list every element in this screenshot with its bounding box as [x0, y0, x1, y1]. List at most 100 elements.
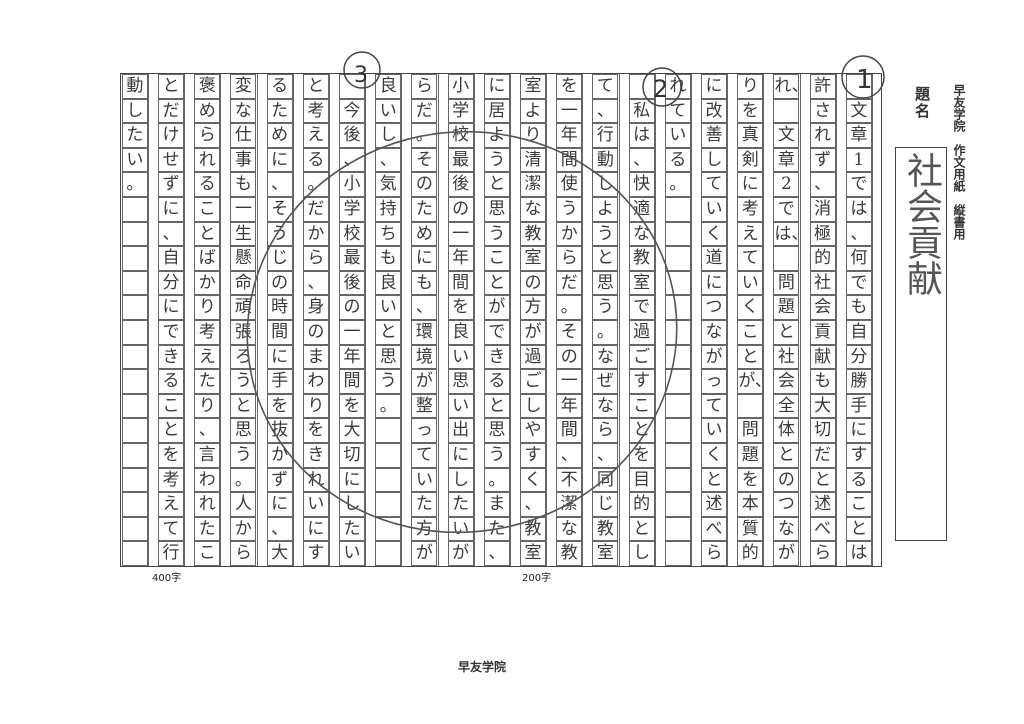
- manuscript-cell: だ: [158, 98, 185, 124]
- manuscript-cell: う: [483, 221, 510, 247]
- manuscript-cell: わ: [302, 369, 329, 394]
- manuscript-cell: 社: [809, 270, 836, 296]
- manuscript-cell: 、: [809, 172, 836, 197]
- manuscript-cell: [664, 369, 691, 394]
- manuscript-cell: ず: [158, 172, 185, 197]
- manuscript-cell: も: [809, 369, 836, 394]
- manuscript-cell: が: [411, 541, 438, 566]
- manuscript-cell: し: [628, 541, 655, 566]
- manuscript-cell: く: [701, 221, 728, 247]
- manuscript-cell: め: [266, 123, 293, 148]
- manuscript-cell: [664, 197, 691, 222]
- manuscript-cell: [121, 369, 148, 394]
- manuscript-cell: [121, 467, 148, 493]
- manuscript-cell: [664, 270, 691, 296]
- manuscript-cell: い: [411, 467, 438, 493]
- manuscript-cell: 文: [845, 98, 872, 124]
- manuscript-cell: ら: [701, 541, 728, 566]
- manuscript-cell: 。: [592, 320, 619, 345]
- manuscript-cell: 室: [592, 541, 619, 566]
- manuscript-cell: て: [411, 443, 438, 468]
- manuscript-cell: 考: [302, 98, 329, 124]
- manuscript-cell: れ: [194, 147, 221, 173]
- manuscript-cell: を: [447, 295, 474, 320]
- manuscript-cell: 良: [375, 74, 402, 99]
- manuscript-cell: 道: [701, 246, 728, 271]
- manuscript-cell: た: [194, 516, 221, 542]
- manuscript-cell: に: [266, 344, 293, 370]
- manuscript-cell: 。: [411, 123, 438, 148]
- title-box: 社会貢献: [895, 147, 947, 541]
- manuscript-cell: ご: [520, 369, 547, 394]
- manuscript-cell: 間: [556, 147, 583, 173]
- manuscript-cell: 大: [339, 418, 366, 443]
- manuscript-cell: 剣: [737, 147, 764, 173]
- manuscript-cell: 行: [592, 123, 619, 148]
- manuscript-cell: い: [447, 344, 474, 370]
- manuscript-cell: た: [483, 516, 510, 542]
- ruby-gap: [763, 74, 772, 566]
- manuscript-cell: を: [737, 467, 764, 493]
- manuscript-cell: 年: [556, 393, 583, 419]
- paper-header: 早友学院 作文用紙 縦書用: [949, 84, 966, 240]
- manuscript-cell: ば: [194, 246, 221, 271]
- manuscript-cell: い: [701, 197, 728, 222]
- manuscript-cell: 潔: [556, 492, 583, 517]
- manuscript-cell: い: [121, 147, 148, 173]
- manuscript-cell: 手: [266, 369, 293, 394]
- manuscript-cell: 間: [556, 418, 583, 443]
- manuscript-cell: の: [266, 270, 293, 296]
- manuscript-cell: じ: [266, 246, 293, 271]
- manuscript-cell: る: [302, 147, 329, 173]
- manuscript-cell: 一: [556, 369, 583, 394]
- manuscript-cell: な: [520, 197, 547, 222]
- manuscript-cell: い: [447, 393, 474, 419]
- manuscript-cell: 学: [339, 197, 366, 222]
- manuscript-cell: す: [628, 369, 655, 394]
- manuscript-cell: で: [845, 172, 872, 197]
- ruby-gap: [872, 74, 881, 566]
- manuscript-cell: 不: [556, 467, 583, 493]
- manuscript-cell: り: [737, 74, 764, 99]
- manuscript-cell: と: [845, 516, 872, 542]
- manuscript-cell: 頑: [230, 295, 257, 320]
- manuscript-cell: 極: [809, 221, 836, 247]
- manuscript-cell: な: [592, 344, 619, 370]
- manuscript-column: て、行動しようと思う。なぜなら、同じ教室: [591, 74, 627, 566]
- manuscript-cell: も: [411, 270, 438, 296]
- manuscript-cell: の: [773, 467, 800, 493]
- manuscript-cell: 体: [773, 418, 800, 443]
- manuscript-cell: え: [302, 123, 329, 148]
- manuscript-cell: 本: [737, 492, 764, 517]
- ruby-gap: [582, 74, 591, 566]
- manuscript-cell: 居: [483, 98, 510, 124]
- manuscript-cell: に: [158, 295, 185, 320]
- manuscript-cell: る: [483, 369, 510, 394]
- manuscript-cell: は: [845, 541, 872, 566]
- manuscript-cell: 、: [556, 443, 583, 468]
- manuscript-cell: [121, 270, 148, 296]
- manuscript-cell: た: [121, 123, 148, 148]
- manuscript-cell: ま: [483, 492, 510, 517]
- manuscript-cell: の: [447, 197, 474, 222]
- manuscript-cell: り: [302, 393, 329, 419]
- manuscript-cell: か: [230, 516, 257, 542]
- manuscript-cell: け: [158, 123, 185, 148]
- manuscript-cell: 言: [194, 443, 221, 468]
- manuscript-cell: う: [230, 443, 257, 468]
- manuscript-cell: き: [302, 443, 329, 468]
- manuscript-cell: ず: [809, 147, 836, 173]
- manuscript-cell: 気: [375, 172, 402, 197]
- manuscript-cell: い: [447, 516, 474, 542]
- manuscript-cell: て: [664, 98, 691, 124]
- manuscript-cell: 思: [483, 197, 510, 222]
- manuscript-cell: 問: [737, 418, 764, 443]
- manuscript-column: 私は、快適な教室で過ごすことを目的とし: [628, 74, 664, 566]
- manuscript-cell: 間: [447, 270, 474, 296]
- manuscript-cell: 会: [773, 369, 800, 394]
- manuscript-column: 変な仕事も一生懸命頑張ろうと思う。人から: [229, 74, 265, 566]
- char-count-200: 200字: [522, 573, 552, 584]
- manuscript-cell: 出: [447, 418, 474, 443]
- manuscript-cell: と: [628, 418, 655, 443]
